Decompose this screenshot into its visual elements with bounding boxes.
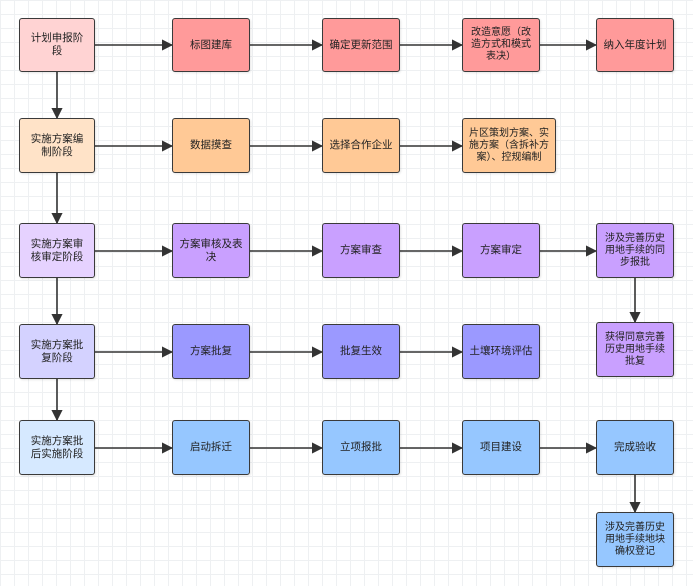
- node-history-consent: 获得同意完善历史用地手续批复: [596, 322, 674, 377]
- node-choose-partner: 选择合作企业: [322, 118, 400, 173]
- node-reply-effective: 批复生效: [322, 324, 400, 379]
- node-scheme-reply: 方案批复: [172, 324, 250, 379]
- node-start-demolition: 启动拆迁: [172, 420, 250, 475]
- node-review-publicity: 方案审核及表决: [172, 223, 250, 278]
- node-post-approval-stage: 实施方案批后实施阶段: [19, 420, 95, 475]
- node-map-build: 标图建库: [172, 18, 250, 72]
- node-land-register: 涉及完善历史用地手续地块确权登记: [596, 512, 674, 567]
- node-annual-plan: 纳入年度计划: [596, 18, 674, 72]
- node-district-plan: 片区策划方案、实施方案（含拆补方案）、控规编制: [462, 118, 556, 173]
- node-confirm-scope: 确定更新范围: [322, 18, 400, 72]
- node-scheme-approval-stage: 实施方案批复阶段: [19, 324, 95, 379]
- node-scheme-review-stage: 实施方案审核审定阶段: [19, 223, 95, 278]
- node-plan-apply-stage: 计划申报阶段: [19, 18, 95, 72]
- node-project-approval: 立项报批: [322, 420, 400, 475]
- node-scheme-prep-stage: 实施方案编制阶段: [19, 118, 95, 173]
- node-scheme-approve: 方案审定: [462, 223, 540, 278]
- node-data-survey: 数据摸查: [172, 118, 250, 173]
- node-project-build: 项目建设: [462, 420, 540, 475]
- node-intent-vote: 改造意愿（改造方式和模式表决）: [462, 18, 540, 72]
- node-history-sync: 涉及完善历史用地手续的同步报批: [596, 223, 674, 278]
- node-scheme-check: 方案审查: [322, 223, 400, 278]
- node-soil-eval: 土壤环境评估: [462, 324, 540, 379]
- node-acceptance: 完成验收: [596, 420, 674, 475]
